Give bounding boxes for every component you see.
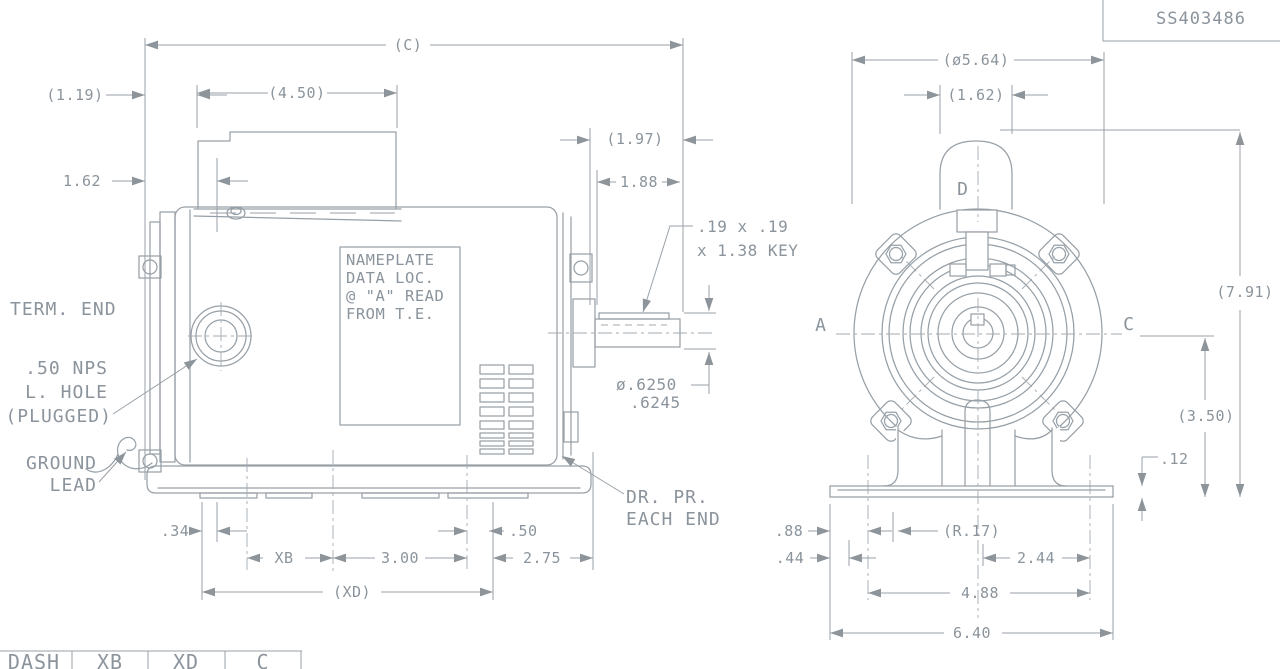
dim-shaft-foot: 2.75 xyxy=(523,549,561,567)
dim-shaft-height: (3.50) xyxy=(1177,407,1234,425)
shaft-key xyxy=(598,312,670,320)
dim-overhang: (1.19) xyxy=(46,86,103,104)
end-view xyxy=(829,140,1122,618)
nameplate-line1: NAMEPLATE xyxy=(346,251,435,269)
nps-note-line1: .50 NPS xyxy=(25,358,108,379)
position-label-d: D xyxy=(957,179,969,200)
dim-box-width: (4.50) xyxy=(268,84,325,102)
pedestal xyxy=(829,399,1114,498)
nps-note-line3: (PLUGGED) xyxy=(5,406,112,427)
position-label-a: A xyxy=(815,315,827,336)
drain-note-line2: EACH END xyxy=(626,509,721,530)
dim-base-thickness: .12 xyxy=(1160,450,1189,468)
side-view-dimensions: (C) (4.50) (1.19) 1.62 (1.97) 1.88 .19 x… xyxy=(5,36,798,601)
part-number: SS403486 xyxy=(1156,9,1246,29)
vent-grille xyxy=(479,364,534,455)
dim-xb: XB xyxy=(274,549,293,567)
ground-note-line1: GROUND xyxy=(26,453,97,474)
ground-note-line2: LEAD xyxy=(50,475,97,496)
dim-bolt-span: 3.00 xyxy=(381,549,419,567)
key-note-line2: x 1.38 KEY xyxy=(697,241,798,260)
dim-slot-edge: .44 xyxy=(776,549,805,567)
dim-od: (ø5.64) xyxy=(943,51,1010,69)
nameplate-line4: FROM T.E. xyxy=(346,305,435,323)
shaft xyxy=(548,312,714,348)
table-header-xb: XB xyxy=(97,650,123,669)
position-label-c: C xyxy=(1123,314,1135,335)
dim-height: (7.91) xyxy=(1216,283,1273,301)
key-note-line1: .19 x .19 xyxy=(697,217,788,236)
nameplate-box xyxy=(339,246,461,426)
motor-base xyxy=(146,465,592,499)
frame-bolts xyxy=(870,233,1084,442)
dim-base-width: 6.40 xyxy=(953,624,991,642)
keyway xyxy=(970,313,985,326)
dim-bolt-span-end: 4.88 xyxy=(961,584,999,602)
shaft-dia-line2: .6245 xyxy=(630,393,681,412)
dim-half: .50 xyxy=(509,522,538,540)
table-header-c: C xyxy=(256,650,269,669)
nameplate-line2: DATA LOC. xyxy=(346,269,435,287)
nameplate-line3: @ "A" READ xyxy=(346,287,444,305)
title-block: SS403486 xyxy=(1102,0,1280,42)
drain-note-line1: DR. PR. xyxy=(626,487,709,508)
term-end-label: TERM. END xyxy=(10,299,117,320)
dim-foot-offset: .34 xyxy=(161,522,190,540)
plug-hole xyxy=(188,302,256,371)
terminal-end-bracket xyxy=(138,211,176,473)
dimension-table: DASH XB XD C xyxy=(0,650,302,669)
table-header-dash: DASH xyxy=(8,650,60,669)
dim-xd: (XD) xyxy=(333,583,371,601)
top-clamp xyxy=(949,209,1016,277)
dim-term-to-box: 1.62 xyxy=(63,172,101,190)
end-view-dimensions: (ø5.64) (1.62) (7.91) (3.50) .12 .88 (R.… xyxy=(775,51,1273,642)
side-view: NAMEPLATE DATA LOC. @ "A" READ FROM T.E. xyxy=(85,131,714,499)
dim-c: (C) xyxy=(394,36,423,54)
dim-cap-width: (1.62) xyxy=(947,86,1004,104)
nps-note-line2: L. HOLE xyxy=(25,382,108,403)
table-header-xd: XD xyxy=(173,650,199,669)
top-cap xyxy=(939,140,1013,210)
shaft-dia-line1: ø.6250 xyxy=(616,375,677,394)
conduit-box xyxy=(197,131,397,210)
dim-slot-radius: (R.17) xyxy=(943,522,1000,540)
dim-foot-edge: .88 xyxy=(775,522,804,540)
dim-half-span: 2.44 xyxy=(1017,549,1055,567)
dim-shaft-ext-total: (1.97) xyxy=(606,130,663,148)
dim-shaft-ext: 1.88 xyxy=(620,173,658,191)
